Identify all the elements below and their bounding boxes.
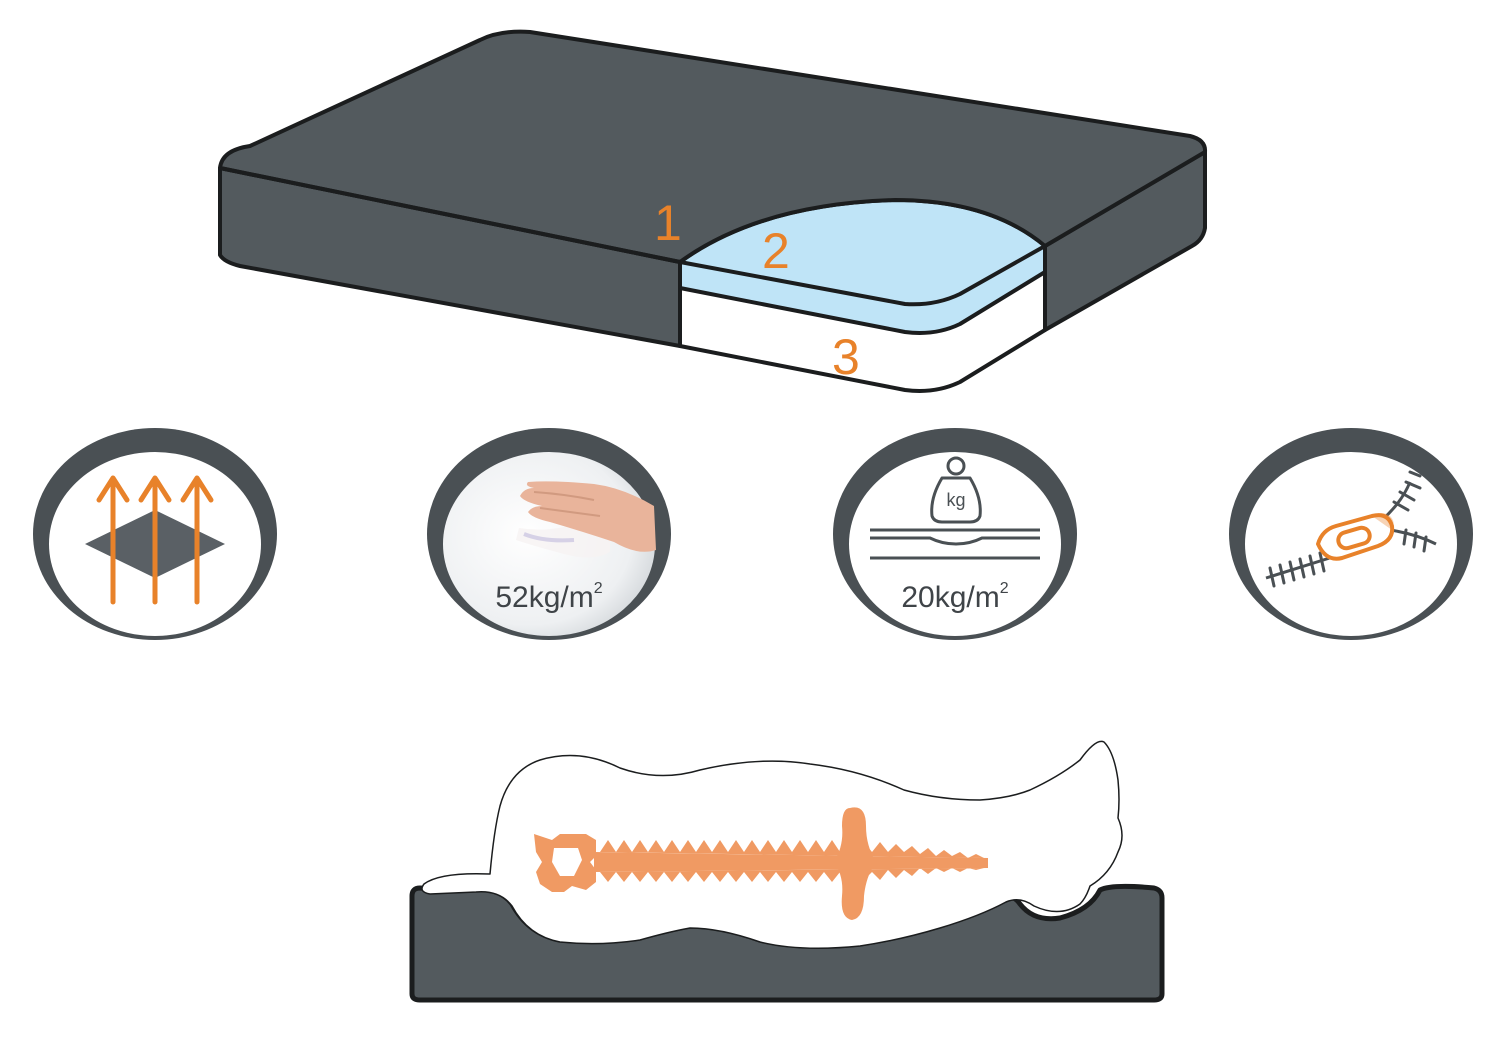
weight-support-icon (870, 456, 1040, 560)
mattress-cutaway-illustration (218, 29, 1208, 393)
spine-illustration (534, 807, 988, 920)
cover-right-side (1043, 150, 1207, 332)
memory-foam-density: 52kg/m2 (495, 580, 603, 614)
dog-silhouette (421, 740, 1123, 949)
feature-badge-memory-foam: 52kg/m2 (424, 422, 674, 642)
breathable-airflow-icon (85, 475, 225, 605)
layer-label-3: 3 (832, 329, 860, 385)
weight-kg-label: kg (946, 490, 966, 510)
feature-badge-breathable (30, 422, 280, 642)
layer-label-1: 1 (654, 195, 682, 251)
cover-front-side (218, 166, 682, 348)
feature-badge-zip-cover (1226, 422, 1476, 642)
removable-zip-cover-icon (1265, 470, 1437, 588)
feature-badge-weight-support: kg 20kg/m2 (830, 422, 1080, 642)
layer-label-2: 2 (762, 223, 790, 279)
memory-foam-hand-icon (516, 481, 656, 558)
weight-support-density: 20kg/m2 (901, 580, 1009, 614)
orthopedic-bed-base (409, 883, 1165, 1003)
